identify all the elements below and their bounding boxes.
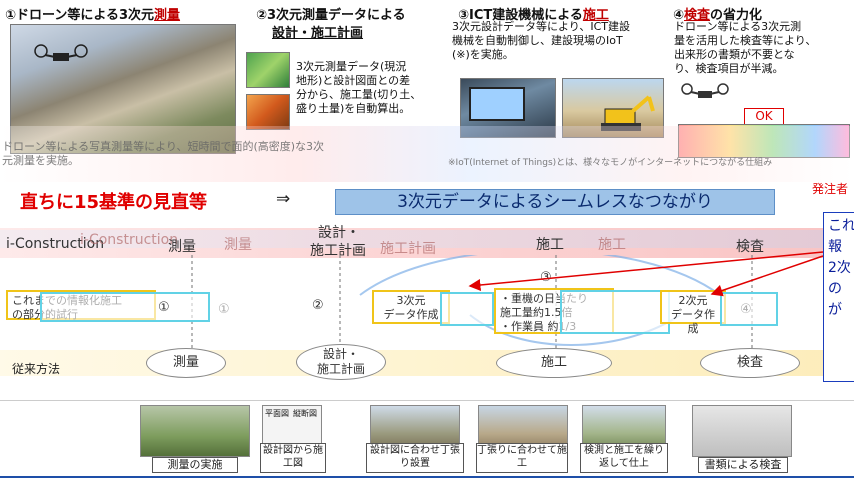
stage-construction-ghost: 施工: [598, 237, 626, 253]
terrain-model-green: [246, 52, 290, 88]
stage-survey-ict: 測量: [168, 239, 196, 255]
orderer-label: 発注者: [812, 182, 849, 196]
drawing-plan-label: 平面図: [265, 409, 289, 418]
panel-design-title: ②3次元測量データによる: [256, 8, 406, 23]
panel-inspection-title: ④検査の省力化: [673, 8, 763, 23]
stage-inspection-ict: 検査: [736, 239, 764, 255]
step-num-3: ③: [540, 270, 552, 285]
step-num-1: ①: [158, 300, 170, 315]
overlap-iot-note: ※IoT(Internet of Things)とは、様々なモノがインターネット…: [448, 158, 773, 168]
stage-survey-ghost: 測量: [224, 237, 252, 253]
ict-construction-ghost: i-Construction: [80, 232, 179, 248]
headline-arrow: ⇒: [276, 189, 291, 209]
inspection-heatmap: [678, 124, 850, 158]
data-creation-left-box: 3次元 データ作成: [372, 290, 450, 324]
productivity-ghost-box: [560, 290, 670, 334]
data-creation-right-ghost: [720, 292, 778, 326]
ict-monitor-photo: [460, 78, 556, 138]
drone-terrain-photo: [10, 24, 236, 154]
ict-construction-label: i-Construction: [6, 236, 105, 252]
conv-design: 設計・ 施工計画: [296, 344, 386, 380]
info-callout: これ 報 2次 の が: [823, 212, 854, 382]
panel-construction-title: ③ICT建設機械による施工: [458, 8, 609, 23]
panel-design-subtitle: 設計・施工計画: [272, 26, 364, 41]
caption-documents: 書類による検査: [698, 457, 788, 473]
panel-survey: ①ドローン等による3次元測量: [2, 2, 238, 158]
panel-survey-title: ①ドローン等による3次元測量: [5, 8, 181, 23]
panel-construction: ③ICT建設機械による施工 3次元設計データ等により、ICT建設 機械を自動制御…: [442, 2, 668, 158]
stage-construction-ict: 施工: [536, 237, 564, 253]
photo-survey: [140, 405, 250, 457]
excavator-icon: [601, 95, 655, 131]
stage-design-ict: 設計・: [318, 225, 360, 241]
data-creation-left-ghost: [440, 292, 494, 326]
conv-survey: 測量: [146, 348, 226, 378]
caption-drawings: 設計図から施工図: [260, 443, 326, 473]
caption-measure: 検測と施工を繰り返して仕上: [580, 443, 668, 473]
panel-inspection: ④検査の省力化 ドローン等による3次元測 量を活用した検査等により、 出来形の書…: [670, 2, 852, 158]
overlap-survey-text: ドローン等による写真測量等により、短時間で面的(高密度)な3次 元測量を実施。: [2, 140, 325, 167]
drawing-profile-label: 縦断図: [293, 409, 317, 418]
stage-plan-ghost: 施工計画: [380, 241, 436, 257]
conv-inspection: 検査: [700, 348, 800, 378]
photo-documents: [692, 405, 792, 457]
conventional-method-label: 従来方法: [12, 362, 61, 376]
flow-band-top: [0, 228, 854, 258]
terrain-model-orange: [246, 94, 290, 130]
inspection-drone-icon: [681, 83, 729, 98]
ghost-band: [0, 126, 854, 182]
panel-design: ②3次元測量データによる 設計・施工計画 3次元測量データ(現況 地形)と設計図…: [240, 2, 440, 158]
bottom-blue-line: [0, 476, 854, 478]
seamless-banner: 3次元データによるシームレスなつながり: [335, 189, 775, 215]
panel-inspection-body: ドローン等による3次元測 量を活用した検査等により、 出来形の書類が不要とな り…: [674, 20, 817, 75]
caption-staking: 設計図に合わせ丁張り設置: [366, 443, 464, 473]
step-num-2: ②: [312, 298, 324, 313]
excavator-photo: [562, 78, 664, 138]
caption-construction: 丁張りに合わせて施工: [476, 443, 568, 473]
ict-screen: [469, 87, 525, 121]
drone-icon: [34, 44, 88, 61]
panel-construction-body: 3次元設計データ等により、ICT建設 機械を自動制御し、建設現場のIoT (※)…: [452, 20, 630, 61]
step-num-1-ghost: ①: [218, 302, 230, 317]
caption-survey: 測量の実施: [152, 457, 238, 473]
flow-band-top-blue: [0, 230, 854, 248]
partial-trial-ghost-box: [40, 292, 210, 322]
headline-red: 直ちに15基準の見直等: [20, 192, 208, 213]
stage-plan-ict: 施工計画: [310, 243, 366, 259]
conv-construction: 施工: [496, 348, 612, 378]
panel-design-body: 3次元測量データ(現況 地形)と設計図面との差 分から、施工量(切り土、 盛り土…: [296, 60, 422, 115]
